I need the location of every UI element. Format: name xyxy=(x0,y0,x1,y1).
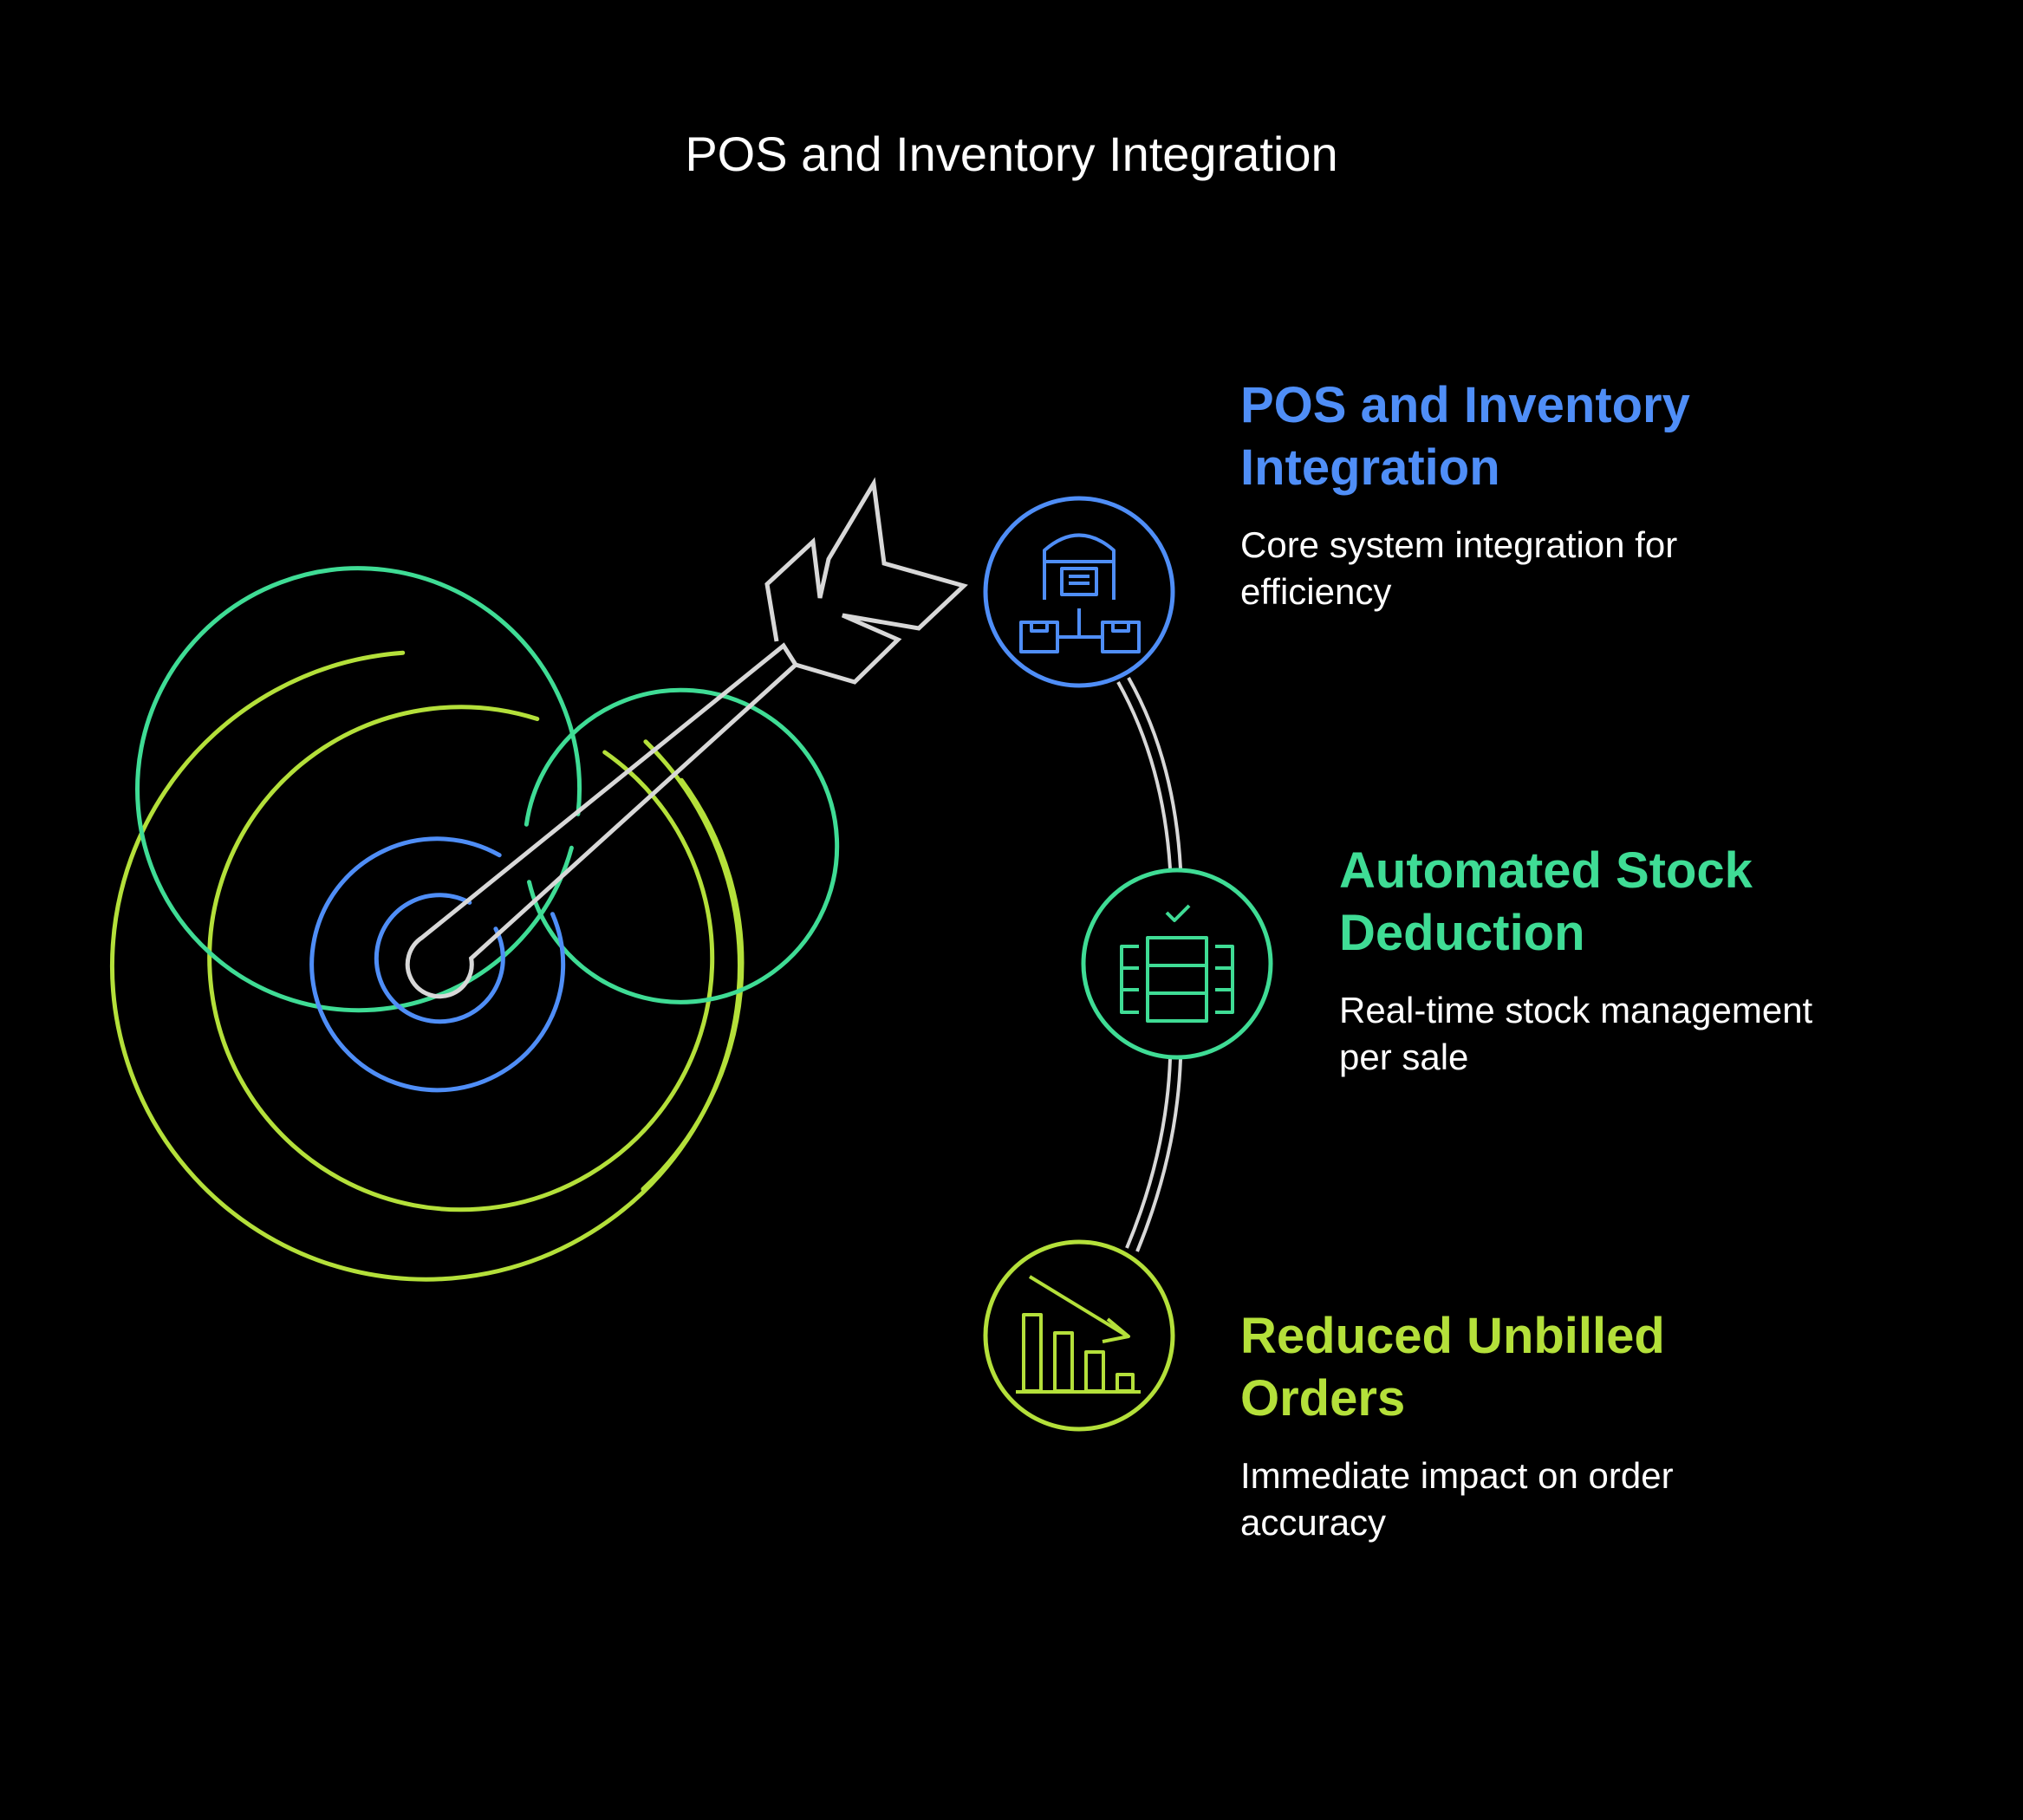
step-description-line: accuracy xyxy=(1240,1502,1387,1543)
step-text-orders: Reduced Unbilled Orders Immediate impact… xyxy=(1240,1305,1674,1546)
target-ring-center xyxy=(374,893,505,1024)
arrow-icon xyxy=(405,477,968,999)
target-ring-inner xyxy=(309,836,566,1093)
step-description-line: Immediate impact on order xyxy=(1240,1455,1674,1496)
step-text-integration: POS and Inventory Integration Core syste… xyxy=(1240,374,1690,615)
step-description: Immediate impact on order accuracy xyxy=(1240,1453,1674,1546)
step-heading-line: Automated Stock xyxy=(1339,842,1753,899)
stock-shelf-icon xyxy=(1120,904,1234,1023)
arrow-fletching xyxy=(764,477,968,685)
node-circle xyxy=(983,496,1175,688)
step-description-line: per sale xyxy=(1339,1037,1469,1077)
step-heading-line: Orders xyxy=(1240,1370,1406,1427)
step-description-line: efficiency xyxy=(1240,571,1392,612)
step-heading: Reduced Unbilled Orders xyxy=(1240,1305,1674,1430)
step-node-integration xyxy=(983,496,1175,688)
target-ring-outer-inner xyxy=(641,777,745,1192)
step-heading: POS and Inventory Integration xyxy=(1240,374,1690,499)
step-node-stock xyxy=(1081,868,1273,1060)
step-description-line: Core system integration for xyxy=(1240,524,1678,565)
step-heading: Automated Stock Deduction xyxy=(1339,840,1812,965)
page-title: POS and Inventory Integration xyxy=(685,127,1338,181)
step-heading-line: Reduced Unbilled xyxy=(1240,1308,1665,1364)
step-text-stock: Automated Stock Deduction Real-time stoc… xyxy=(1339,840,1812,1081)
arrow-shaft xyxy=(405,642,799,999)
step-heading-line: Integration xyxy=(1240,439,1500,496)
warehouse-network-icon xyxy=(1019,533,1141,653)
step-description: Real-time stock management per sale xyxy=(1339,987,1812,1081)
target-ring-middle-inner xyxy=(524,687,840,1004)
target-ring-outer-inner xyxy=(207,705,715,1212)
node-circle xyxy=(983,1239,1175,1432)
step-description-line: Real-time stock management xyxy=(1339,990,1813,1030)
target-icon xyxy=(110,566,840,1282)
connector-track xyxy=(1116,677,1182,1252)
step-node-orders xyxy=(983,1239,1175,1432)
step-heading-line: Deduction xyxy=(1339,905,1585,961)
target-ring-middle xyxy=(135,566,582,1013)
step-heading-line: POS and Inventory xyxy=(1240,377,1690,433)
step-description: Core system integration for efficiency xyxy=(1240,522,1690,615)
declining-bar-chart-icon xyxy=(1016,1275,1141,1394)
